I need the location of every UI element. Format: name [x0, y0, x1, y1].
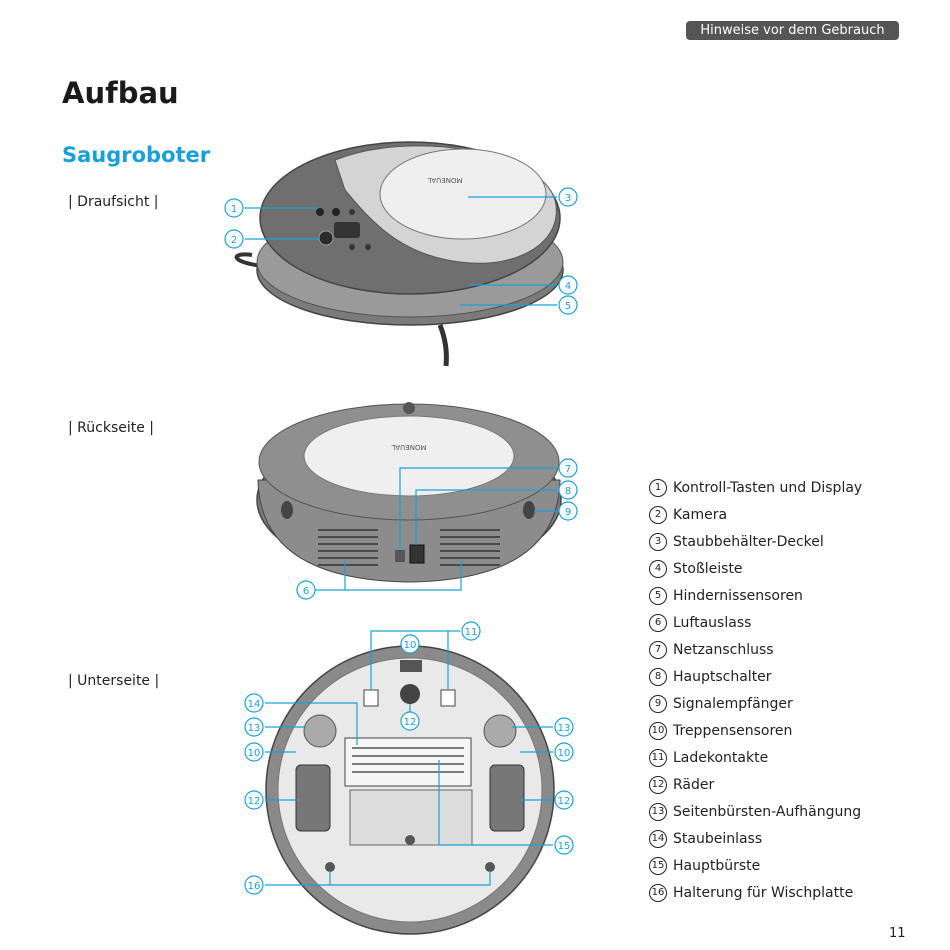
svg-text:10: 10 — [404, 640, 417, 651]
legend-item: 10 Treppensensoren — [649, 717, 939, 744]
legend-number: 15 — [649, 856, 667, 875]
legend-label: Kontroll-Tasten und Display — [673, 479, 863, 496]
svg-text:8: 8 — [565, 486, 571, 497]
legend-number: 7 — [649, 640, 667, 659]
legend-number: 4 — [649, 559, 667, 578]
svg-text:14: 14 — [248, 699, 261, 710]
legend-label: Stoßleiste — [673, 560, 743, 577]
legend-item: 14 Staubeinlass — [649, 825, 939, 852]
view-label-bottom: | Unterseite | — [68, 673, 160, 689]
svg-text:16: 16 — [248, 881, 261, 892]
legend-item: 1 Kontroll-Tasten und Display — [649, 474, 939, 501]
legend-label: Hauptbürste — [673, 857, 761, 874]
legend-label: Netzanschluss — [673, 641, 774, 658]
legend-number: 8 — [649, 667, 667, 686]
legend-number: 11 — [649, 748, 667, 767]
svg-text:13: 13 — [558, 723, 571, 734]
legend-number: 2 — [649, 505, 667, 524]
svg-text:15: 15 — [558, 841, 571, 852]
legend-item: 7 Netzanschluss — [649, 636, 939, 663]
legend-label: Staubeinlass — [673, 830, 763, 847]
legend-label: Signalempfänger — [673, 695, 793, 712]
svg-text:12: 12 — [404, 717, 417, 728]
legend-number: 14 — [649, 829, 667, 848]
svg-text:9: 9 — [565, 507, 571, 518]
legend-item: 5 Hindernissensoren — [649, 582, 939, 609]
legend-label: Seitenbürsten-Aufhängung — [673, 803, 862, 820]
legend-label: Treppensensoren — [673, 722, 793, 739]
view-label-top: | Draufsicht | — [68, 194, 159, 210]
callouts-top: 1 2 3 4 5 — [224, 187, 578, 315]
legend-item: 9 Signalempfänger — [649, 690, 939, 717]
legend-item: 3 Staubbehälter-Deckel — [649, 528, 939, 555]
device-brand-label: MONEUAL — [427, 176, 462, 184]
legend-label: Hauptschalter — [673, 668, 772, 685]
legend-label: Ladekontakte — [673, 749, 769, 766]
svg-text:12: 12 — [558, 796, 571, 807]
view-label-back: | Rückseite | — [68, 420, 155, 436]
robot-top-view: MONEUAL — [234, 141, 564, 367]
legend-item: 4 Stoßleiste — [649, 555, 939, 582]
legend-item: 6 Luftauslass — [649, 609, 939, 636]
legend-number: 6 — [649, 613, 667, 632]
legend-item: 16 Halterung für Wischplatte — [649, 879, 939, 906]
svg-text:3: 3 — [565, 193, 571, 204]
legend-item: 15 Hauptbürste — [649, 852, 939, 879]
legend-number: 3 — [649, 532, 667, 551]
legend-label: Staubbehälter-Deckel — [673, 533, 824, 550]
callouts-bottom: 10 11 12 14 13 10 12 13 10 12 15 16 — [244, 621, 574, 895]
section-title: Saugroboter — [62, 143, 211, 167]
legend-number: 1 — [649, 478, 667, 497]
svg-text:4: 4 — [565, 281, 571, 292]
legend-label: Luftauslass — [673, 614, 752, 631]
svg-text:1: 1 — [231, 204, 237, 215]
legend-item: 12 Räder — [649, 771, 939, 798]
legend-label: Kamera — [673, 506, 728, 523]
page-number: 11 — [889, 926, 906, 941]
svg-text:12: 12 — [248, 796, 261, 807]
svg-text:13: 13 — [248, 723, 261, 734]
page-title: Aufbau — [62, 76, 179, 110]
legend-number: 9 — [649, 694, 667, 713]
callouts-back: 7 8 9 6 — [296, 458, 578, 600]
legend-item: 2 Kamera — [649, 501, 939, 528]
legend-item: 11 Ladekontakte — [649, 744, 939, 771]
svg-text:11: 11 — [465, 627, 478, 638]
legend-label: Hindernissensoren — [673, 587, 803, 604]
svg-text:2: 2 — [231, 235, 237, 246]
legend-number: 10 — [649, 721, 667, 740]
svg-text:MONEUAL: MONEUAL — [391, 443, 426, 451]
legend-label: Räder — [673, 776, 715, 793]
legend-number: 12 — [649, 775, 667, 794]
legend-number: 13 — [649, 802, 667, 821]
svg-text:10: 10 — [248, 748, 261, 759]
svg-text:7: 7 — [565, 464, 571, 475]
section-tag: Hinweise vor dem Gebrauch — [686, 21, 899, 40]
robot-back-view: MONEUAL — [256, 402, 562, 583]
svg-text:6: 6 — [303, 586, 309, 597]
legend-label: Halterung für Wischplatte — [673, 884, 854, 901]
legend-number: 16 — [649, 883, 667, 902]
legend-item: 13 Seitenbürsten-Aufhängung — [649, 798, 939, 825]
svg-text:10: 10 — [558, 748, 571, 759]
legend-number: 5 — [649, 586, 667, 605]
robot-bottom-view — [265, 645, 555, 935]
svg-text:5: 5 — [565, 301, 571, 312]
legend-item: 8 Hauptschalter — [649, 663, 939, 690]
